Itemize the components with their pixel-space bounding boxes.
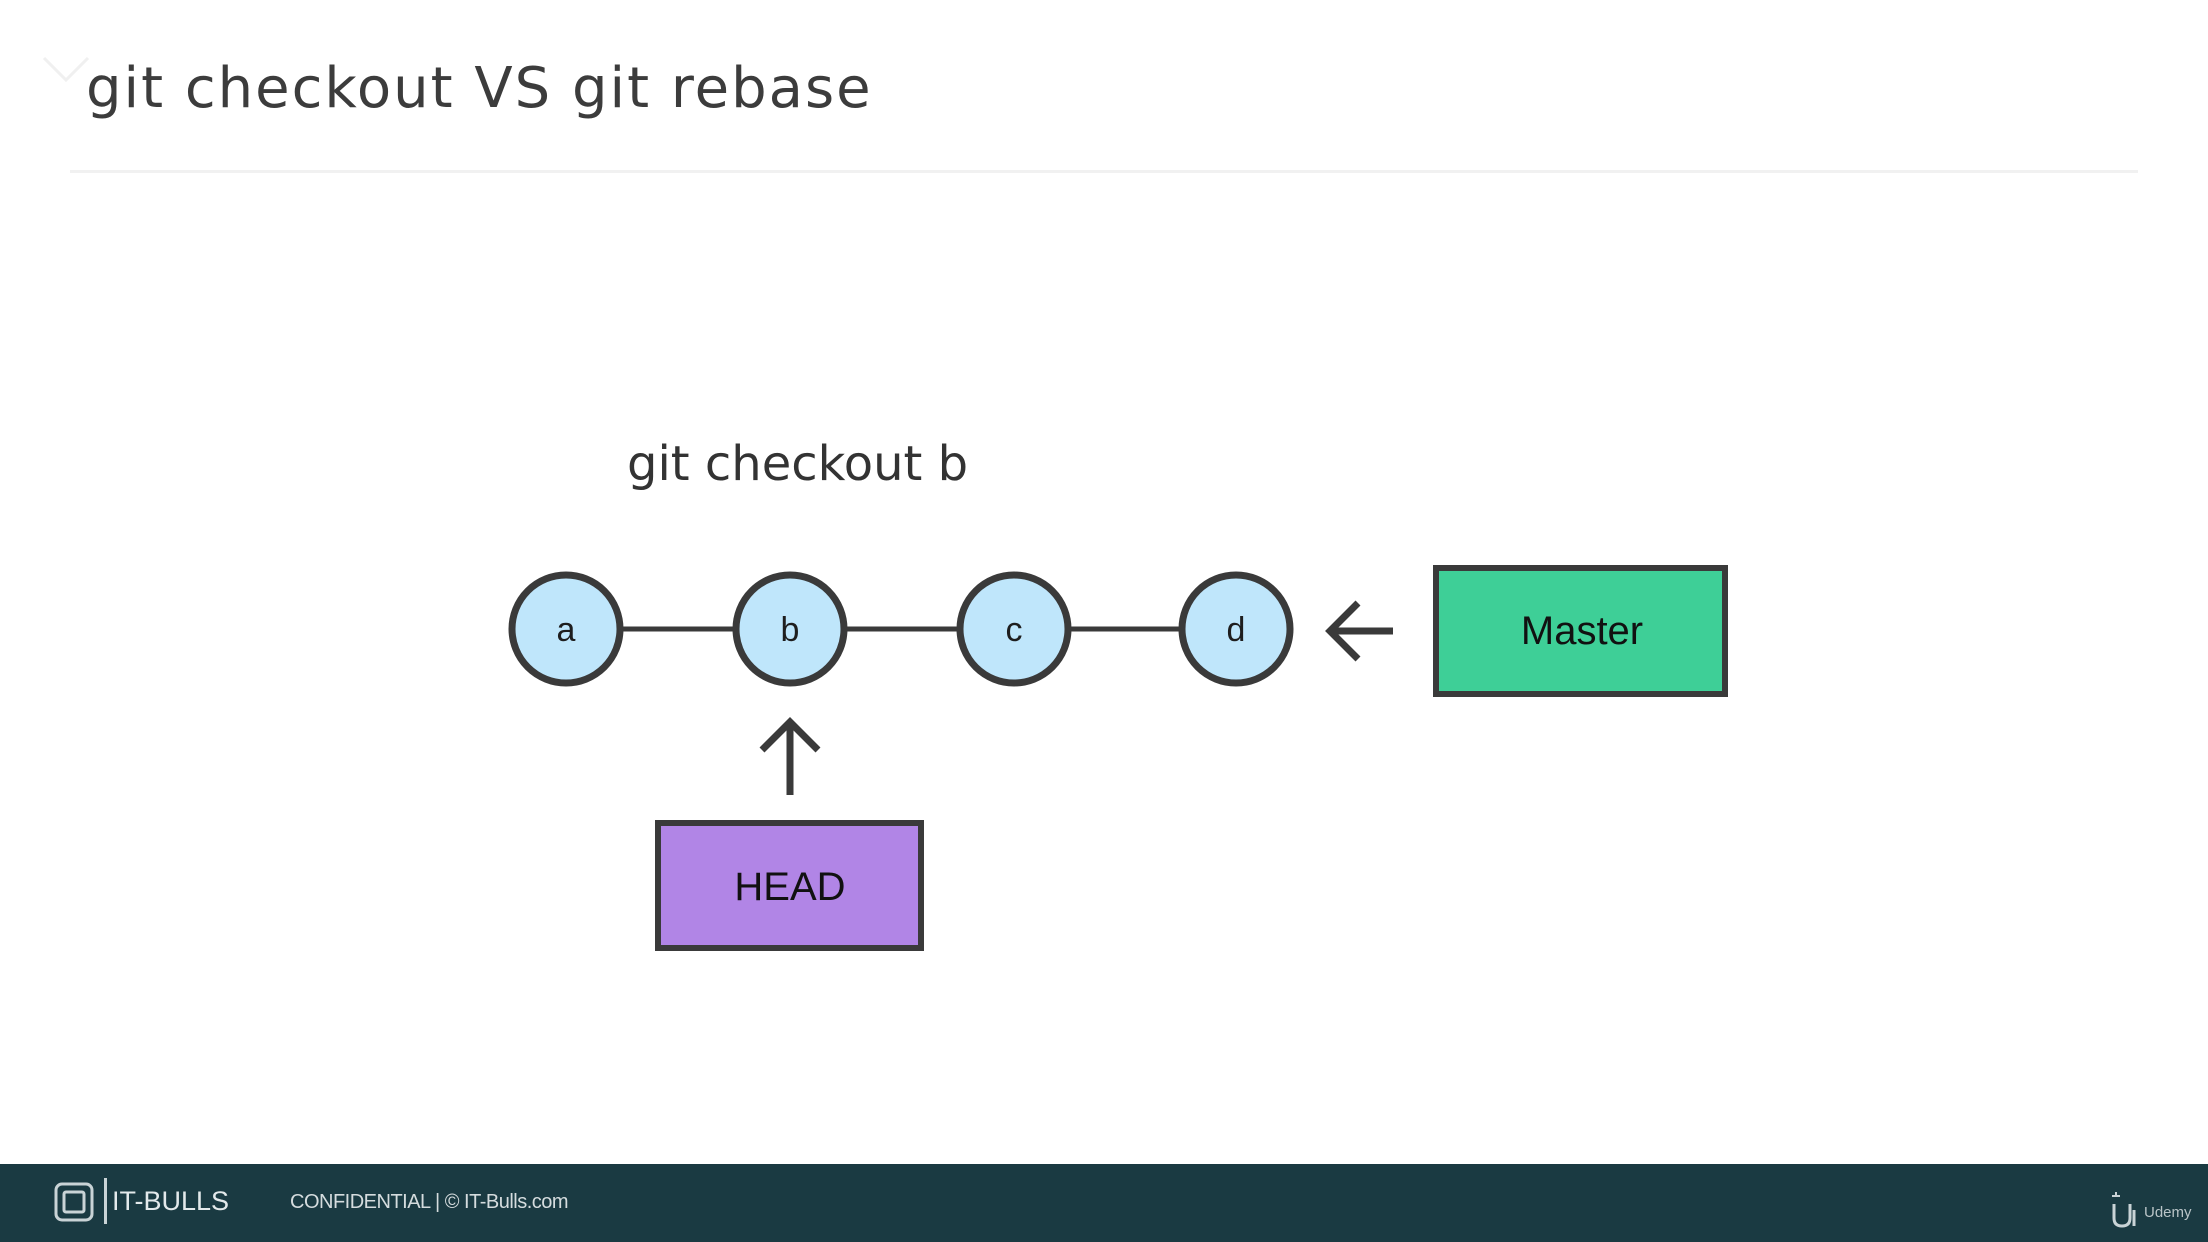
arrow-left-icon: [1325, 600, 1393, 662]
footer-bar: IT-BULLS CONFIDENTIAL | © IT-Bulls.com U…: [0, 1164, 2208, 1242]
commit-label-c: c: [1006, 611, 1023, 649]
udemy-logo-icon: [2112, 1192, 2136, 1228]
master-branch-box: Master: [1433, 565, 1728, 697]
head-pointer-box: HEAD: [655, 820, 924, 951]
head-label: HEAD: [734, 865, 845, 909]
commit-label-d: d: [1227, 611, 1246, 649]
commit-label-b: b: [781, 611, 800, 649]
command-label: git checkout b: [627, 436, 969, 492]
commit-node-b: b: [732, 571, 848, 687]
commit-node-d: d: [1178, 571, 1294, 687]
slide-title: git checkout VS git rebase: [86, 56, 873, 121]
udemy-wordmark: Udemy: [2144, 1204, 2192, 1221]
commit-label-a: a: [557, 611, 576, 649]
arrow-up-icon: [759, 717, 821, 795]
footer-brand: IT-BULLS: [112, 1186, 230, 1216]
commit-node-a: a: [508, 571, 624, 687]
footer-divider: [104, 1178, 107, 1224]
footer-legal-text: CONFIDENTIAL | © IT-Bulls.com: [290, 1191, 569, 1213]
it-bulls-logo-icon: [54, 1182, 94, 1222]
master-label: Master: [1521, 609, 1643, 653]
commit-node-c: c: [956, 571, 1072, 687]
title-divider: [70, 170, 2138, 173]
chevron-down-icon: [42, 56, 90, 83]
